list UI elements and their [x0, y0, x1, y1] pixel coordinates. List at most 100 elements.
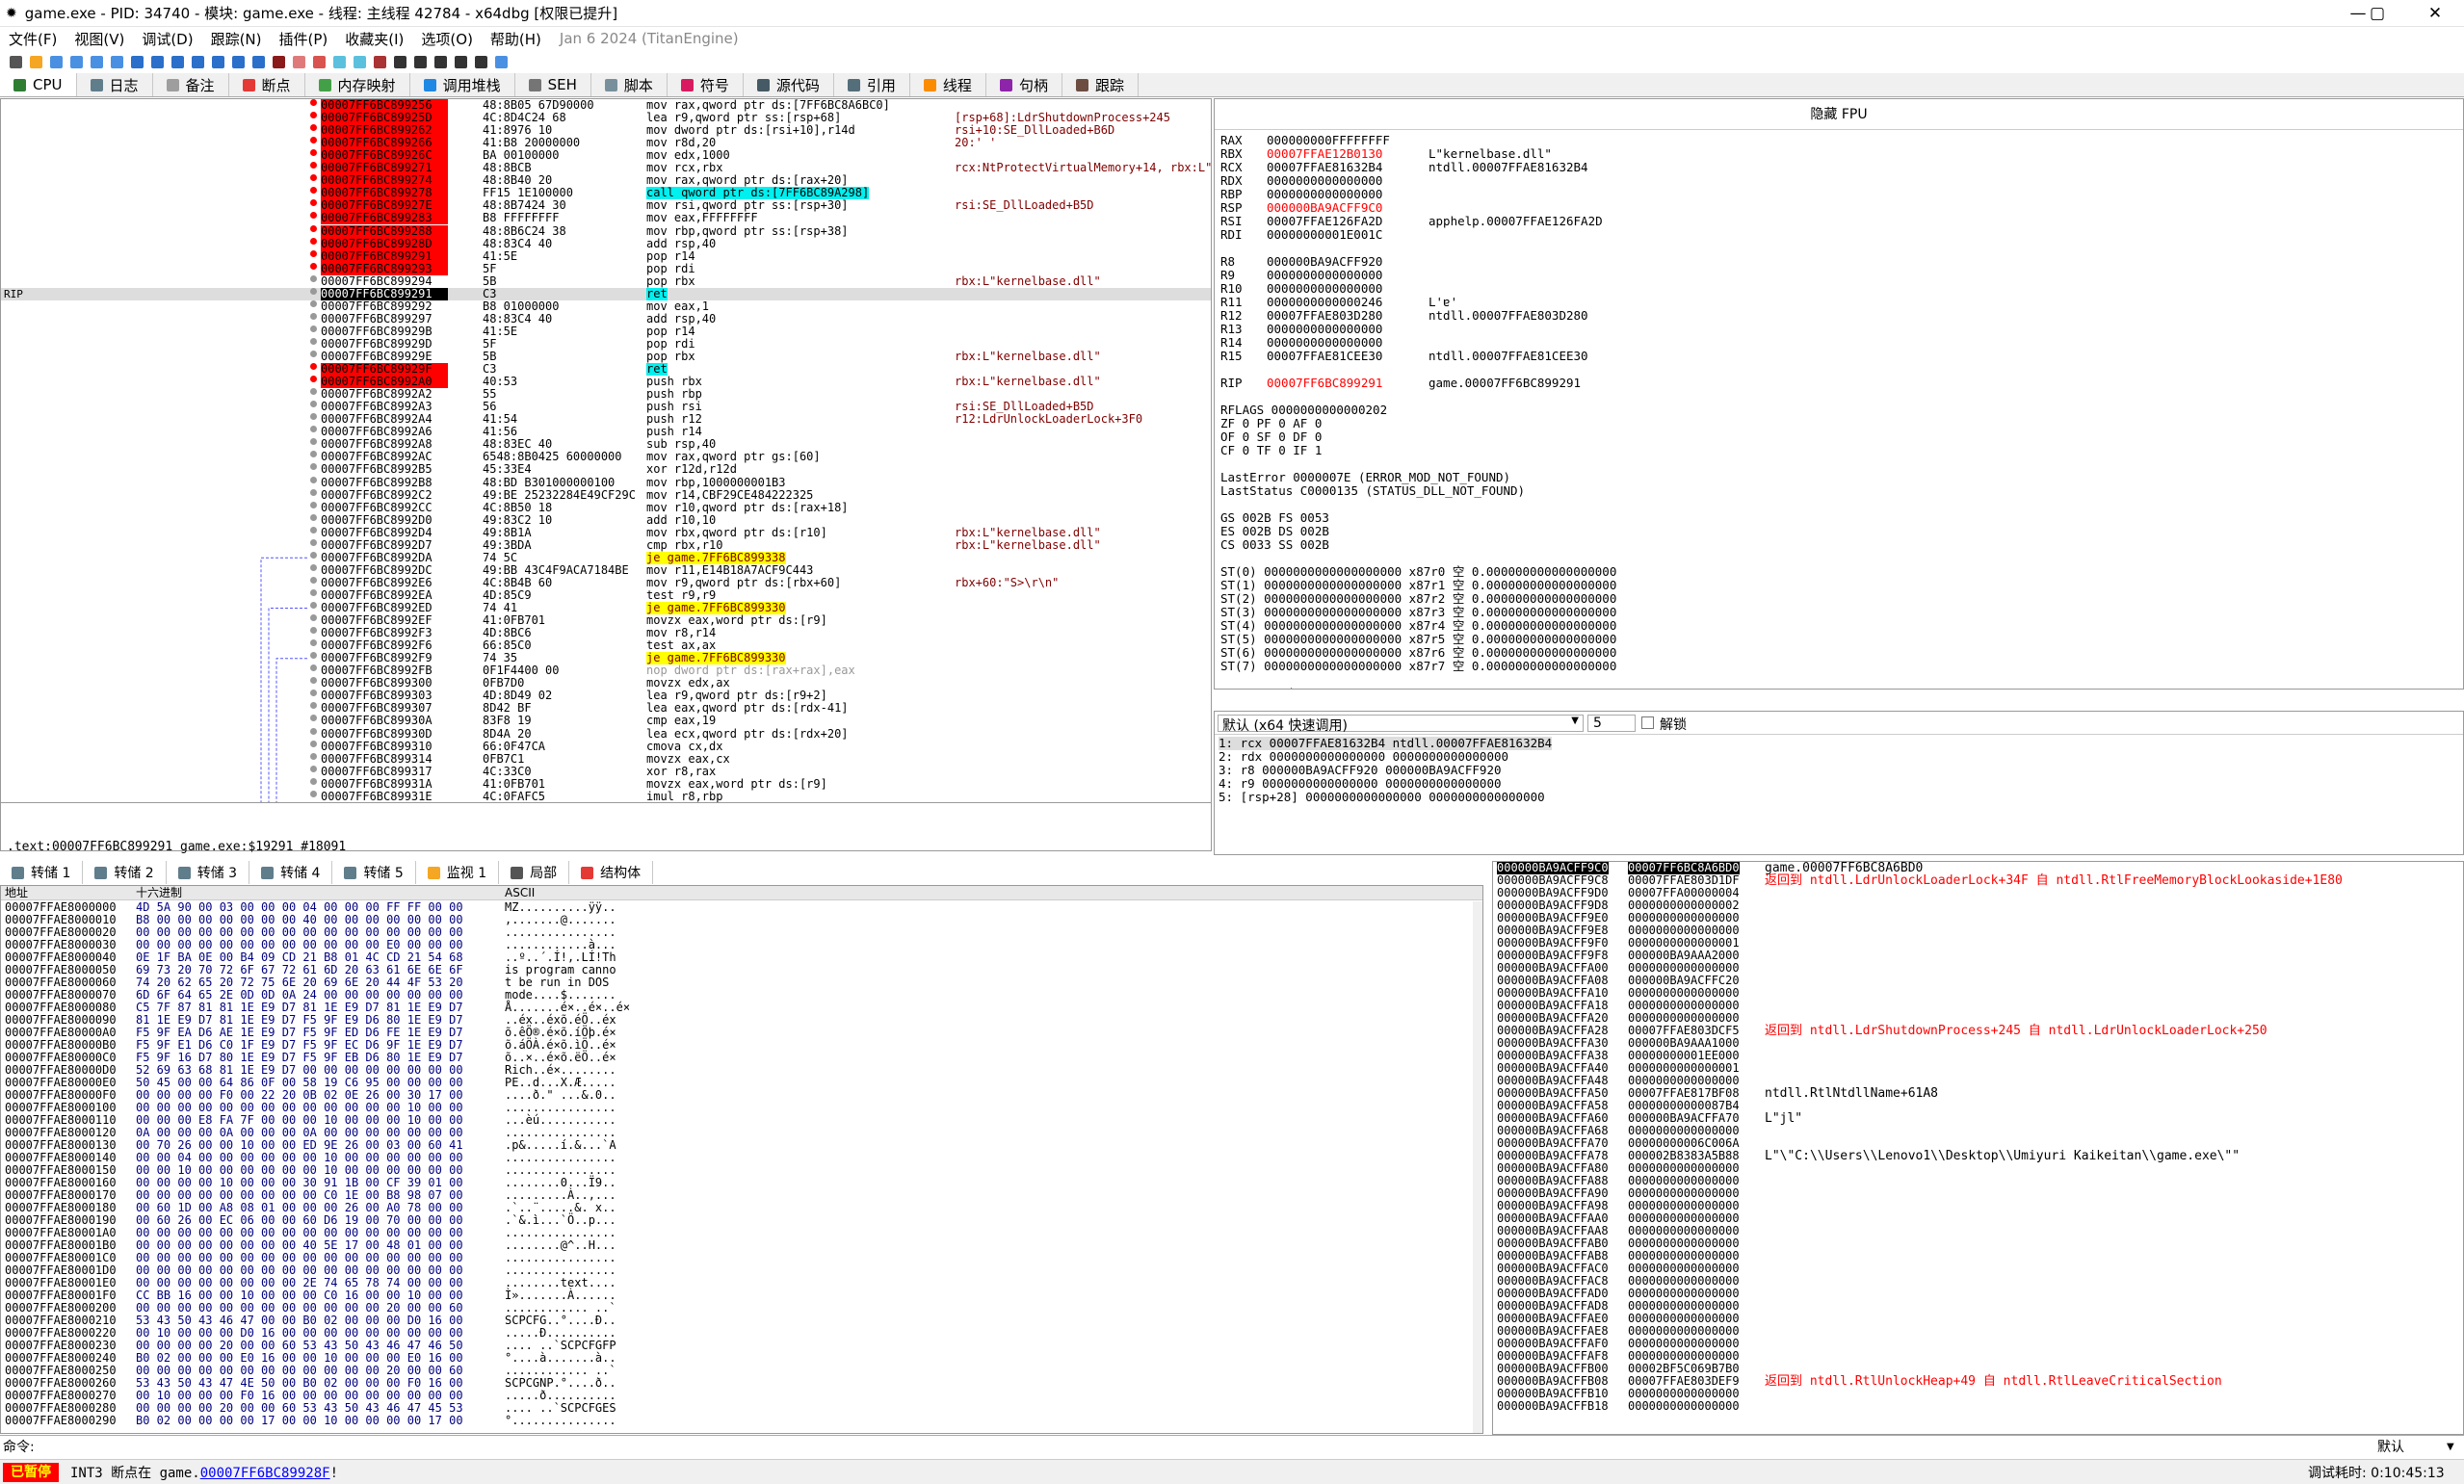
breakpoint-dot[interactable] — [310, 249, 317, 257]
fpu-st-row[interactable]: ST(5) 0000000000000000000 x87r5 空 0.0000… — [1220, 632, 1617, 646]
breakpoint-dot[interactable] — [310, 124, 317, 132]
function-icon[interactable] — [374, 55, 386, 68]
tab-12[interactable]: 句柄 — [986, 73, 1062, 96]
dump-tab-4[interactable]: 转储 5 — [332, 861, 416, 884]
tab-8[interactable]: 符号 — [668, 73, 744, 96]
minimize-icon[interactable]: — — [2349, 4, 2367, 23]
dump-tab-5[interactable]: 监视 1 — [416, 861, 500, 884]
restart-icon[interactable] — [30, 55, 42, 68]
tab-3[interactable]: 断点 — [229, 73, 305, 96]
command-mode-select[interactable]: 默认 — [2377, 1440, 2404, 1455]
call-convention-select[interactable]: 默认 (x64 快速调用) ▼ — [1218, 715, 1584, 734]
breakpoint-dot[interactable] — [310, 388, 317, 396]
breakpoint-dot[interactable] — [310, 526, 317, 534]
call-arg-row[interactable]: 2: rdx 0000000000000000 0000000000000000 — [1219, 749, 1509, 764]
bookmark-icon[interactable] — [354, 55, 366, 68]
unlock-checkbox[interactable] — [1641, 716, 1654, 729]
breakpoint-dot[interactable] — [310, 690, 317, 697]
fpu-st-row[interactable]: ST(7) 0000000000000000000 x87r7 空 0.0000… — [1220, 659, 1617, 673]
breakpoint-dot[interactable] — [310, 740, 317, 747]
flags-row[interactable]: OF 0 SF 0 DF 0 — [1220, 430, 1323, 444]
breakpoint-dot[interactable] — [310, 413, 317, 421]
fpu-st-row[interactable]: ST(2) 0000000000000000000 x87r2 空 0.0000… — [1220, 591, 1617, 606]
breakpoint-dot[interactable] — [310, 702, 317, 710]
label-icon[interactable] — [333, 55, 346, 68]
tab-6[interactable]: SEH — [515, 73, 591, 96]
breakpoint-dot[interactable] — [310, 438, 317, 446]
breakpoint-dot[interactable] — [310, 199, 317, 207]
x87-tagword-row[interactable]: x87TagWord FFFF — [1220, 687, 1329, 690]
tab-0[interactable]: CPU — [0, 73, 77, 96]
font-icon[interactable] — [455, 55, 467, 68]
breakpoint-dot[interactable] — [310, 262, 317, 270]
status-address-link[interactable]: 00007FF6BC89928F — [199, 1465, 330, 1481]
arg-count-stepper[interactable]: 5 — [1587, 715, 1636, 732]
menu-item-5[interactable]: 收藏夹(I) — [345, 30, 405, 48]
tab-10[interactable]: 引用 — [834, 73, 910, 96]
tab-13[interactable]: 跟踪 — [1062, 73, 1139, 96]
call-arg-row[interactable]: 5: [rsp+28] 0000000000000000 00000000000… — [1219, 790, 1545, 804]
step-over-icon[interactable] — [151, 55, 164, 68]
tab-1[interactable]: 日志 — [77, 73, 153, 96]
breakpoint-dot[interactable] — [310, 237, 317, 245]
breakpoint-dot[interactable] — [310, 602, 317, 609]
breakpoint-dot[interactable] — [310, 538, 317, 546]
dump-scrollbar[interactable] — [1473, 901, 1482, 1433]
scylla-icon[interactable] — [273, 55, 285, 68]
call-arg-row[interactable]: 4: r9 0000000000000000 0000000000000000 — [1219, 776, 1502, 791]
animate-icon[interactable] — [252, 55, 265, 68]
breakpoint-dot[interactable] — [310, 325, 317, 332]
tab-7[interactable]: 脚本 — [591, 73, 668, 96]
fpu-st-row[interactable]: ST(3) 0000000000000000000 x87r3 空 0.0000… — [1220, 605, 1617, 619]
breakpoint-dot[interactable] — [310, 212, 317, 220]
menu-item-1[interactable]: 视图(V) — [74, 30, 125, 48]
dump-tab-1[interactable]: 转储 2 — [83, 861, 167, 884]
breakpoint-dot[interactable] — [310, 664, 317, 672]
dump-tab-3[interactable]: 转储 4 — [249, 861, 333, 884]
dump-tab-0[interactable]: 转储 1 — [0, 861, 84, 884]
dump-tab-7[interactable]: 结构体 — [569, 861, 654, 884]
menu-item-2[interactable]: 调试(D) — [142, 30, 194, 48]
breakpoint-dot[interactable] — [310, 287, 317, 295]
